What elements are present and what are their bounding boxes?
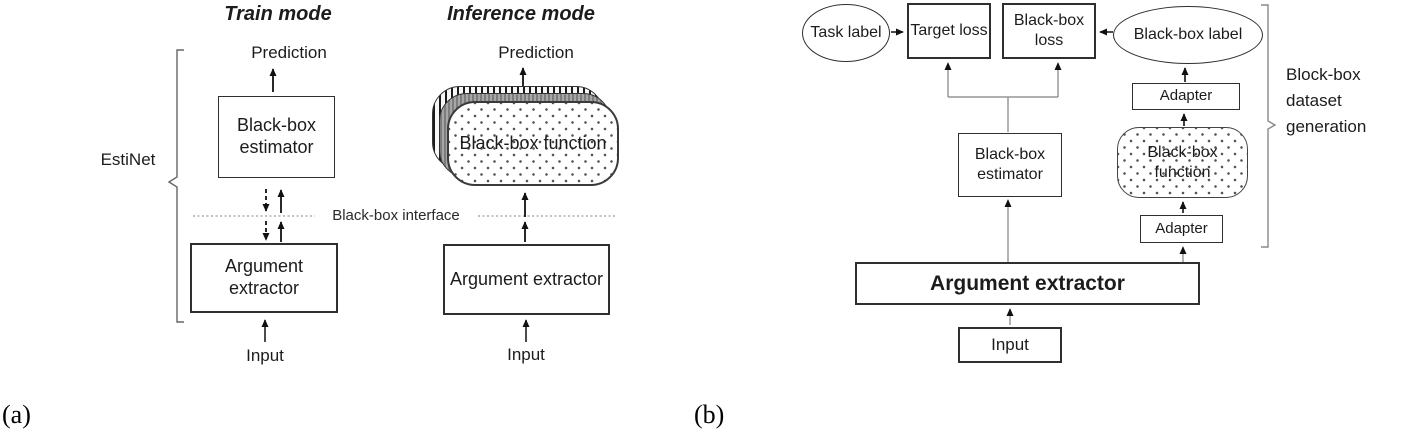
caption-b: (b): [694, 400, 725, 429]
adapter-top-box: Adapter: [1132, 83, 1240, 110]
train-mode-header: Train mode: [224, 3, 332, 25]
input-label-train: Input: [246, 346, 284, 365]
blackbox-estimator-box-b: Black-box estimator: [958, 133, 1062, 197]
blackbox-function-box-b: Black-box function: [1117, 127, 1248, 198]
blackbox-estimator-box-a: Black-box estimator: [218, 96, 335, 178]
input-box-b: Input: [958, 327, 1062, 363]
prediction-label-inference: Prediction: [498, 43, 574, 62]
prediction-label-train: Prediction: [251, 43, 327, 62]
task-label-ellipse: Task label: [802, 4, 890, 62]
blackbox-function-box-a: Black-box function: [447, 101, 619, 186]
dataset-generation-brace: [1261, 4, 1277, 248]
adapter-bottom-box: Adapter: [1140, 215, 1223, 243]
input-label-inference: Input: [507, 345, 545, 364]
argument-extractor-box-inference: Argument extractor: [443, 244, 610, 315]
blackbox-loss-box: Black-box loss: [1002, 3, 1096, 59]
target-loss-box: Target loss: [907, 3, 991, 59]
argument-extractor-box-b: Argument extractor: [855, 262, 1200, 305]
caption-a: (a): [2, 400, 31, 429]
argument-extractor-box-train: Argument extractor: [190, 243, 338, 313]
estinet-brace: [167, 49, 184, 323]
estinet-label: EstiNet: [100, 150, 156, 169]
inference-mode-header: Inference mode: [447, 3, 595, 25]
dataset-generation-label: Block-box dataset generation: [1286, 65, 1367, 136]
blackbox-interface-label: Black-box interface: [332, 207, 460, 224]
blackbox-label-ellipse: Black-box label: [1113, 6, 1263, 64]
